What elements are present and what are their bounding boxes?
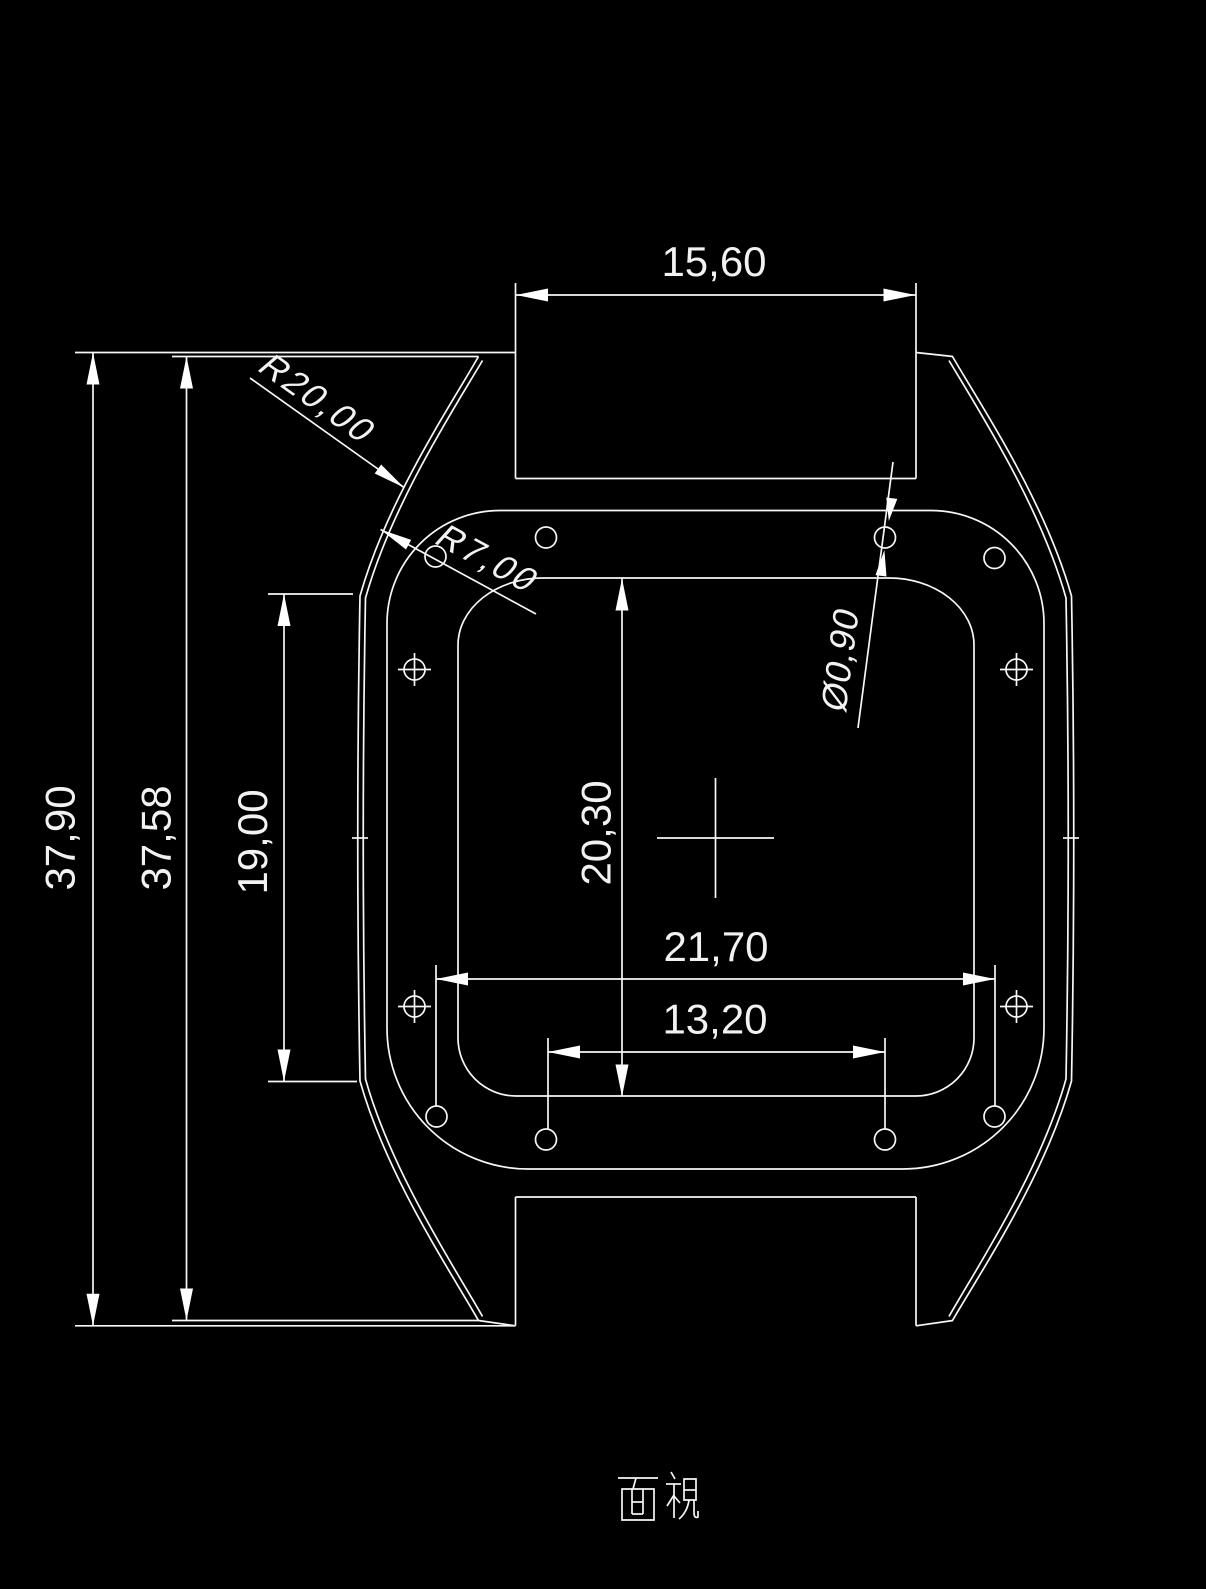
svg-text:19,00: 19,00	[229, 789, 276, 894]
svg-text:37,58: 37,58	[133, 785, 180, 890]
svg-text:37,90: 37,90	[37, 785, 84, 890]
svg-text:13,20: 13,20	[662, 996, 767, 1043]
svg-text:15,60: 15,60	[661, 238, 766, 285]
svg-text:21,70: 21,70	[663, 923, 768, 970]
svg-text:20,30: 20,30	[573, 780, 620, 885]
